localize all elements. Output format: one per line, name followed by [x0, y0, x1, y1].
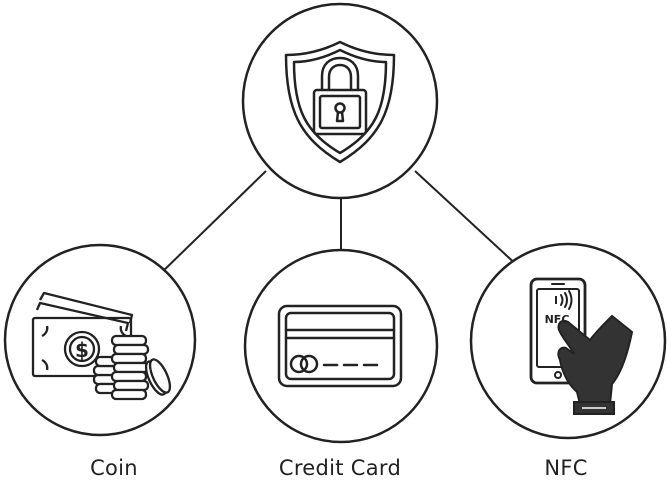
label-nfc: NFC	[544, 456, 588, 480]
cash-coins-icon: $	[31, 291, 172, 401]
label-credit-card: Credit Card	[278, 456, 402, 480]
connector-nfc	[414, 170, 521, 269]
svg-text:$: $	[75, 338, 89, 362]
nfc-screen-text: NFC	[545, 313, 570, 326]
node-nfc: NFC	[469, 242, 667, 440]
label-coin: Coin	[90, 456, 138, 480]
node-security	[241, 2, 439, 200]
node-card-circle	[243, 248, 439, 444]
shield-lock-icon	[284, 40, 396, 164]
credit-card-icon	[277, 304, 403, 388]
node-coin: $	[3, 243, 197, 437]
connector-coin	[158, 170, 267, 276]
node-security-circle	[241, 2, 439, 200]
nfc-phone-icon: NFC	[529, 277, 634, 415]
connectors	[158, 170, 521, 276]
node-card	[243, 248, 439, 444]
